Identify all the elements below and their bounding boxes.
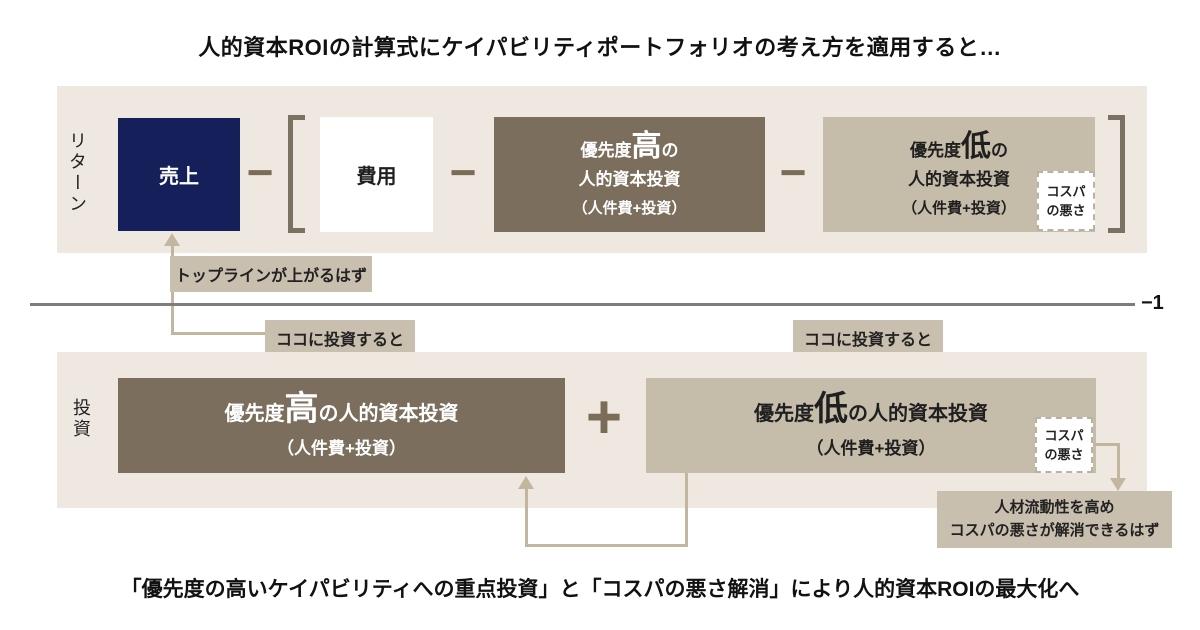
low-priority-prefix: 優先度	[910, 140, 961, 160]
reallocation-connector-horizontal	[525, 544, 688, 547]
high-priority-invest-emphasis: 高	[284, 390, 319, 428]
badge-line2: の悪さ	[1046, 203, 1086, 218]
reallocation-connector-left-vertical	[525, 489, 528, 547]
plus-operator: +	[585, 382, 623, 452]
arrow-up-icon	[164, 233, 180, 246]
arrow-up-icon	[518, 476, 534, 489]
low-priority-invest-emphasis: 低	[814, 390, 848, 428]
high-priority-investment-box-return: 優先度高の 人的資本投資 （人件費+投資）	[494, 117, 765, 232]
high-priority-invest-suffix: の人的資本投資	[318, 403, 459, 425]
topline-connector-horizontal	[171, 332, 267, 335]
investment-row-label: 投資	[71, 398, 91, 440]
high-priority-line1: 優先度高の	[580, 129, 679, 163]
cost-performance-badge-invest: コスパ の悪さ	[1035, 417, 1093, 473]
badge-line1: コスパ	[1046, 183, 1086, 199]
mobility-line1: 人材流動性を高め	[994, 499, 1115, 516]
cost-performance-badge-return: コスパ の悪さ	[1037, 171, 1095, 231]
high-priority-prefix: 優先度	[580, 140, 632, 160]
minus-operator-3: −	[779, 146, 807, 198]
mobility-annotation: 人材流動性を高め コスパの悪さが解消できるはず	[937, 491, 1172, 548]
minus-one-label: −1	[1141, 292, 1164, 314]
badge-line1: コスパ	[1044, 427, 1084, 443]
cost-label: 費用	[356, 166, 397, 188]
high-priority-note: （人件費+投資）	[572, 199, 687, 217]
low-priority-line2: 人的資本投資	[908, 169, 1010, 189]
sales-label: 売上	[159, 166, 199, 188]
page-title: 人的資本ROIの計算式にケイパビリティポートフォリオの考え方を適用すると…	[198, 35, 1002, 60]
low-priority-note: （人件費+投資）	[902, 199, 1016, 217]
low-priority-line1: 優先度低の	[910, 129, 1008, 163]
high-priority-invest-line1: 優先度高の人的資本投資	[225, 392, 459, 426]
mobility-connector-horizontal	[1093, 443, 1120, 446]
minus-operator-2: −	[449, 146, 477, 198]
low-priority-suffix: の	[991, 140, 1008, 160]
open-bracket	[288, 115, 305, 233]
low-priority-invest-suffix: の人的資本投資	[848, 403, 988, 425]
high-priority-suffix: の	[661, 140, 679, 160]
high-priority-invest-note: （人件費+投資）	[277, 439, 406, 458]
close-bracket	[1108, 115, 1125, 233]
high-priority-emphasis: 高	[631, 129, 662, 163]
sales-box: 売上	[118, 118, 240, 231]
invest-here-annotation-left: ココに投資すると	[265, 320, 415, 356]
low-priority-emphasis: 低	[961, 129, 991, 163]
low-priority-invest-prefix: 優先度	[754, 403, 814, 425]
reallocation-connector-right-vertical	[685, 473, 688, 547]
badge-line2: の悪さ	[1044, 447, 1084, 462]
minus-operator-1: −	[246, 146, 274, 198]
high-priority-line2: 人的資本投資	[578, 169, 681, 189]
arrow-down-icon	[1110, 478, 1126, 491]
invest-here-annotation-right: ココに投資すると	[793, 320, 943, 356]
fraction-divider-line	[30, 303, 1135, 306]
low-priority-invest-note: （人件費+投資）	[806, 439, 936, 458]
topline-annotation: トップラインが上がるはず	[170, 256, 372, 292]
mobility-connector-vertical	[1117, 443, 1120, 479]
conclusion-caption: 「優先度の高いケイパビリティへの重点投資」と「コスパの悪さ解消」により人的資本R…	[120, 578, 1080, 601]
mobility-line2: コスパの悪さが解消できるはず	[949, 521, 1160, 539]
return-row-label: リターン	[67, 131, 87, 215]
low-priority-investment-box-invest: 優先度低の人的資本投資 （人件費+投資）	[646, 378, 1096, 473]
cost-box: 費用	[320, 117, 433, 232]
high-priority-investment-box-invest: 優先度高の人的資本投資 （人件費+投資）	[118, 378, 565, 473]
low-priority-invest-line1: 優先度低の人的資本投資	[754, 392, 988, 426]
high-priority-invest-prefix: 優先度	[224, 403, 285, 425]
